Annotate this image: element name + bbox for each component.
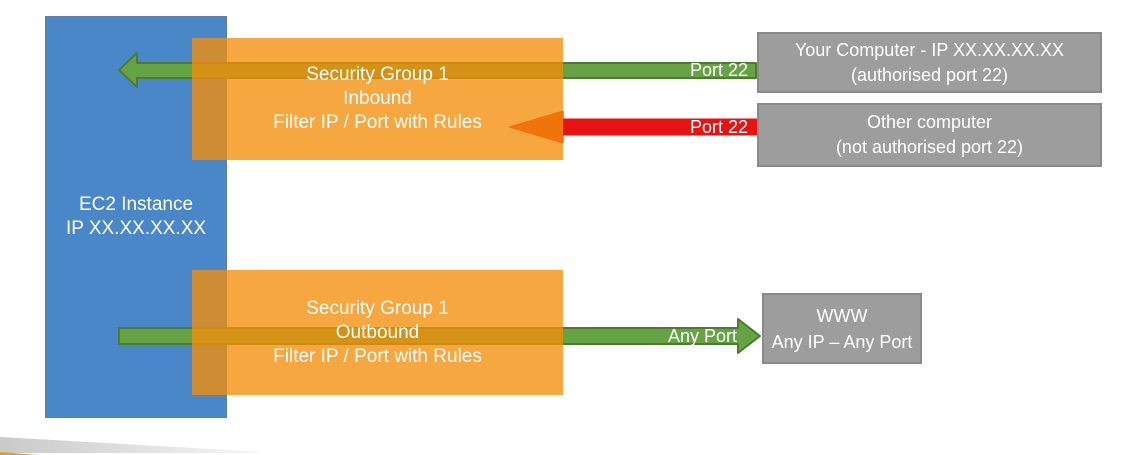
other-computer-title: Other computer: [866, 112, 993, 132]
security-group-outbound-description: Filter IP / Port with Rules: [273, 345, 482, 367]
inbound-allowed-port-label: Port 22: [689, 60, 748, 80]
security-group-inbound-description: Filter IP / Port with Rules: [273, 112, 482, 133]
security-group-inbound-direction: Inbound: [343, 88, 412, 109]
security-group-inbound-title: Security Group 1: [306, 64, 449, 85]
your-computer-subtitle: (authorised port 22): [850, 64, 1009, 85]
inbound-blocked-port-label: Port 22: [689, 117, 748, 137]
ec2-instance-ip: IP XX.XX.XX.XX: [65, 218, 207, 239]
outbound-port-label: Any Port: [667, 326, 737, 346]
security-group-inbound-box: Security Group 1 Inbound Filter IP / Por…: [192, 38, 563, 160]
security-group-outbound-direction: Outbound: [335, 321, 420, 343]
your-computer-box: Your Computer - IP XX.XX.XX.XX (authoris…: [757, 32, 1102, 93]
www-subtitle: Any IP – Any Port: [771, 331, 913, 352]
security-group-outbound-box: Security Group 1 Outbound Filter IP / Po…: [192, 270, 563, 395]
ec2-instance-name: EC2 Instance: [78, 194, 194, 215]
security-group-outbound-title: Security Group 1: [306, 297, 449, 319]
www-title: WWW: [816, 305, 868, 326]
bottom-swoosh-decoration: [0, 437, 258, 453]
your-computer-title: Your Computer - IP XX.XX.XX.XX: [794, 39, 1065, 60]
other-computer-subtitle: (not authorised port 22): [835, 137, 1024, 157]
www-box: WWW Any IP – Any Port: [762, 293, 922, 364]
other-computer-box: Other computer (not authorised port 22): [757, 103, 1102, 167]
bottom-swoosh-gold-accent: [0, 452, 38, 455]
